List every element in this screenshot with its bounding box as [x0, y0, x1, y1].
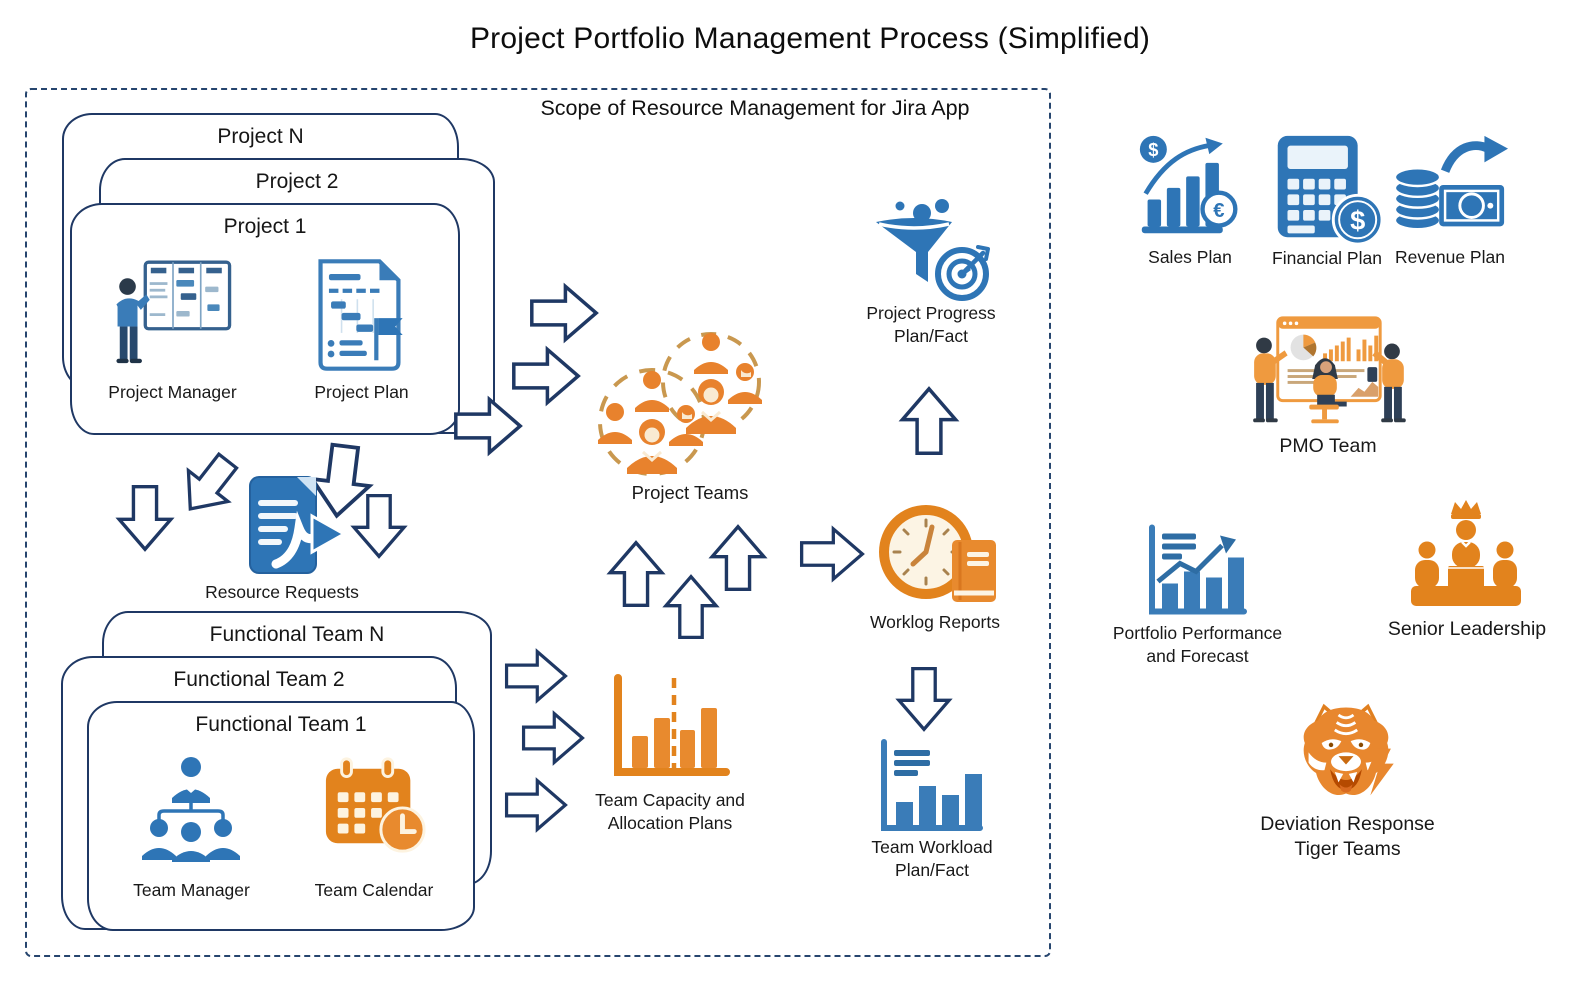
arrow-capacity-to-teams-3	[658, 574, 724, 640]
resource-requests-label: Resource Requests	[205, 582, 359, 602]
scope-boundary-box	[25, 88, 1051, 957]
pmo-team-label: PMO Team	[1279, 435, 1377, 457]
portfolio-performance-label-line2: and Forecast	[1146, 645, 1249, 666]
team-capacity-label-line1: Team Capacity and	[595, 790, 745, 810]
team-calendar-icon	[322, 755, 428, 857]
team-workload-label: Team Workload Plan/Fact	[852, 836, 1012, 882]
pmo-team-icon	[1248, 312, 1406, 442]
tiger-teams-label-line1: Deviation Response	[1260, 813, 1435, 835]
functional-card-2-title: Functional Team 2	[173, 668, 345, 691]
scope-label: Scope of Resource Management for Jira Ap…	[540, 96, 970, 120]
team-capacity-label: Team Capacity and Allocation Plans	[580, 789, 760, 835]
financial-plan-label: Financial Plan	[1272, 248, 1382, 268]
functional-card-1: Functional Team 1 Team Manager	[87, 701, 475, 931]
project-progress-label: Project Progress Plan/Fact	[852, 302, 1010, 348]
portfolio-performance-icon	[1140, 523, 1252, 620]
svg-text:$: $	[1148, 139, 1158, 160]
team-manager-label: Team Manager	[133, 880, 250, 900]
project-card-2-title: Project 2	[255, 170, 339, 193]
functional-card-n-title: Functional Team N	[209, 623, 385, 646]
sales-plan-icon: $ €	[1136, 130, 1244, 240]
financial-plan-icon: $	[1268, 132, 1383, 247]
svg-text:$: $	[1350, 204, 1365, 235]
portfolio-performance-label-line1: Portfolio Performance	[1112, 623, 1283, 643]
project-manager-label: Project Manager	[108, 382, 237, 402]
revenue-plan-label: Revenue Plan	[1395, 247, 1505, 267]
team-manager-icon	[134, 753, 249, 863]
resource-requests-icon	[234, 472, 349, 584]
project-plan-icon	[310, 255, 410, 375]
tiger-teams-icon	[1288, 700, 1404, 816]
arrow-teams-to-capacity-1	[504, 644, 568, 708]
senior-leadership-icon	[1407, 498, 1525, 616]
project-card-1-title: Project 1	[223, 215, 307, 238]
sales-plan-label: Sales Plan	[1148, 247, 1232, 267]
arrow-teams-to-worklog	[799, 521, 865, 587]
project-teams-icon	[580, 320, 770, 488]
revenue-plan-icon	[1390, 133, 1510, 239]
arrow-teams-to-capacity-3	[504, 773, 568, 837]
project-teams-label: Project Teams	[631, 482, 749, 503]
project-progress-label-line2: Plan/Fact	[894, 325, 968, 346]
team-capacity-label-line2: Allocation Plans	[607, 812, 733, 833]
project-progress-icon	[870, 198, 992, 306]
arrow-worklog-to-workload	[891, 666, 957, 732]
worklog-reports-label: Worklog Reports	[869, 612, 1000, 632]
project-manager-icon	[112, 257, 234, 375]
functional-card-1-title: Functional Team 1	[195, 713, 367, 736]
portfolio-performance-label: Portfolio Performance and Forecast	[1100, 622, 1295, 668]
senior-leadership-label: Senior Leadership	[1387, 618, 1547, 640]
team-workload-icon	[872, 738, 990, 836]
team-calendar-label: Team Calendar	[314, 880, 434, 900]
svg-text:€: €	[1213, 200, 1224, 222]
team-capacity-icon	[604, 670, 736, 786]
tiger-teams-label: Deviation Response Tiger Teams	[1235, 812, 1460, 863]
arrow-projects-to-teams-3	[453, 391, 523, 461]
project-card-n-title: Project N	[217, 125, 304, 148]
team-workload-label-line2: Plan/Fact	[895, 859, 969, 880]
project-plan-label: Project Plan	[314, 382, 409, 402]
project-card-1: Project 1 Project Manager	[70, 203, 460, 435]
team-workload-label-line1: Team Workload	[871, 837, 993, 857]
arrow-teams-to-capacity-2	[521, 706, 585, 770]
project-progress-label-line1: Project Progress	[866, 303, 996, 323]
arrow-worklog-to-progress	[894, 386, 964, 456]
worklog-reports-icon	[876, 500, 1000, 614]
tiger-teams-label-line2: Tiger Teams	[1294, 838, 1401, 861]
page-title: Project Portfolio Management Process (Si…	[469, 22, 1151, 55]
arrow-into-requests-4	[346, 493, 412, 559]
